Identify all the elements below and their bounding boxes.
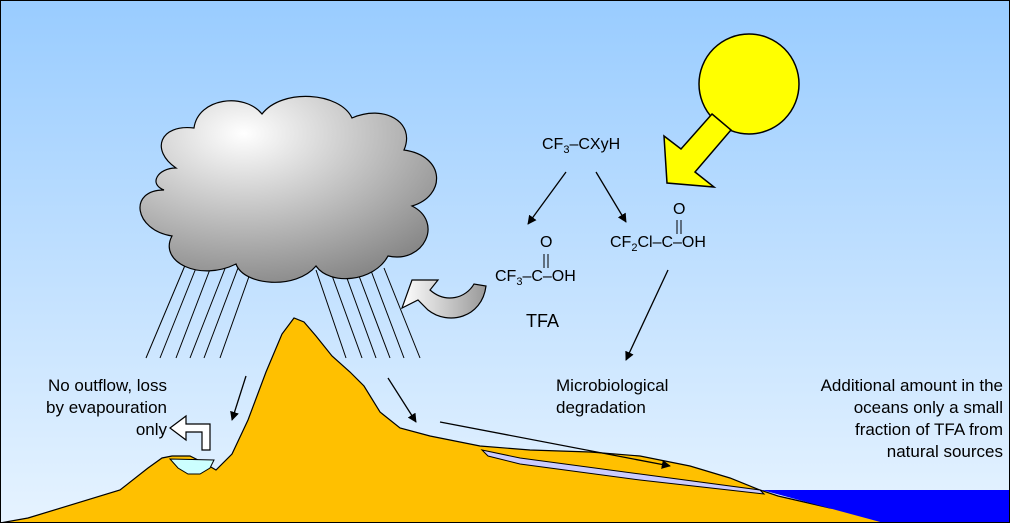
river bbox=[480, 449, 766, 495]
tfa-core: –C–OH bbox=[522, 268, 576, 285]
flow-arrows bbox=[230, 375, 671, 469]
outflow-line-2: by evapouration bbox=[46, 398, 167, 417]
cdfa-prefix: CF bbox=[610, 234, 632, 251]
microbio-line-1: Microbiological bbox=[556, 376, 669, 395]
cdfa-formula: CF2Cl–C–OH bbox=[610, 234, 706, 254]
evaporation-arrow bbox=[169, 414, 211, 451]
precursor-formula: CF3–CXyH bbox=[542, 136, 620, 156]
precursor-suffix: –CXyH bbox=[569, 136, 621, 153]
outflow-label: No outflow, loss by evapouration only bbox=[46, 375, 167, 441]
tfa-oxygen: O bbox=[540, 234, 553, 251]
evaporation-swirl-arrow bbox=[400, 279, 487, 319]
cloud bbox=[139, 95, 438, 283]
microbio-line-2: degradation bbox=[556, 398, 646, 417]
oceans-label: Additional amount in the oceans only a s… bbox=[821, 375, 1003, 463]
precursor-subscript: 3 bbox=[563, 144, 570, 157]
outflow-line-1: No outflow, loss bbox=[47, 376, 167, 395]
cdfa-core: Cl–C–OH bbox=[637, 234, 706, 251]
oceans-line-2: oceans only a small bbox=[853, 398, 1003, 417]
sunlight-arrow bbox=[663, 112, 733, 188]
oceans-line-1: Additional amount in the bbox=[820, 376, 1003, 395]
oceans-line-3: fraction of TFA from bbox=[854, 420, 1003, 439]
cdfa-subscript: 2 bbox=[631, 242, 638, 255]
tfa-formula: CF3–C–OH bbox=[495, 268, 576, 288]
oceans-line-4: natural sources bbox=[886, 442, 1003, 461]
precursor-prefix: CF bbox=[542, 136, 564, 153]
reaction-arrows bbox=[527, 171, 669, 361]
carbonyl-bonds bbox=[543, 220, 682, 268]
tfa-label: TFA bbox=[526, 311, 560, 331]
tfa-prefix: CF bbox=[495, 268, 517, 285]
rain bbox=[145, 262, 421, 359]
microbio-label: Microbiological degradation bbox=[556, 375, 668, 419]
sun bbox=[698, 33, 800, 135]
crater-lake bbox=[168, 458, 215, 475]
outflow-line-3: only bbox=[135, 420, 167, 439]
cdfa-oxygen: O bbox=[673, 201, 686, 218]
ocean bbox=[762, 490, 1010, 523]
tfa-subscript: 3 bbox=[516, 276, 523, 289]
